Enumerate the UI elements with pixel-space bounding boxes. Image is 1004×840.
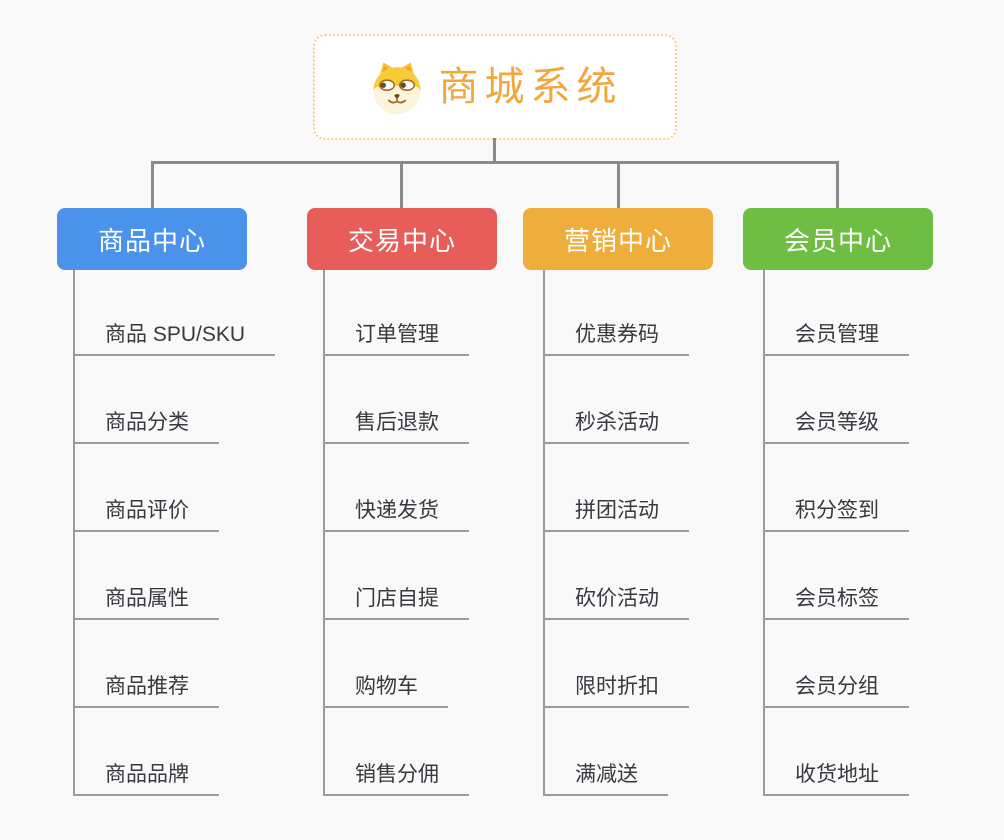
leaf-label: 会员标签 bbox=[795, 586, 879, 610]
leaf-node[interactable]: 会员分组 bbox=[765, 620, 909, 708]
leaf-node[interactable]: 商品分类 bbox=[75, 356, 219, 444]
leaf-label: 订单管理 bbox=[355, 322, 439, 346]
leaf-node[interactable]: 售后退款 bbox=[325, 356, 469, 444]
branch-label: 会员中心 bbox=[783, 225, 892, 256]
leaf-node[interactable]: 商品 SPU/SKU bbox=[75, 270, 276, 356]
leaf-label: 商品推荐 bbox=[105, 674, 189, 698]
leaf-node[interactable]: 会员标签 bbox=[765, 532, 909, 620]
leaf-node[interactable]: 限时折扣 bbox=[545, 620, 689, 708]
leaf-node[interactable]: 优惠券码 bbox=[545, 270, 689, 356]
leaf-label: 积分签到 bbox=[795, 498, 879, 522]
leaf-label: 满减送 bbox=[575, 762, 638, 786]
leaf-label: 门店自提 bbox=[355, 586, 439, 610]
leaf-node[interactable]: 商品属性 bbox=[75, 532, 219, 620]
leaf-label: 限时折扣 bbox=[575, 674, 659, 698]
leaf-node[interactable]: 满减送 bbox=[545, 708, 668, 796]
root-node[interactable]: 商城系统 bbox=[313, 34, 677, 140]
connector-drop-trade bbox=[400, 162, 403, 209]
connector-drop-marketing bbox=[617, 162, 620, 209]
leaf-node[interactable]: 快递发货 bbox=[325, 444, 469, 532]
leaf-label: 秒杀活动 bbox=[575, 410, 659, 434]
leaf-node[interactable]: 会员管理 bbox=[765, 270, 909, 356]
branch-label: 营销中心 bbox=[563, 225, 672, 256]
leaf-label: 商品 SPU/SKU bbox=[105, 322, 246, 346]
leaf-node[interactable]: 砍价活动 bbox=[545, 532, 689, 620]
leaf-node[interactable]: 订单管理 bbox=[325, 270, 469, 356]
connector-drop-members bbox=[836, 162, 839, 209]
connector-root-stub bbox=[493, 138, 496, 162]
branch-children-products: 商品 SPU/SKU 商品分类 商品评价 商品属性 商品推荐 商品品牌 bbox=[73, 270, 276, 796]
leaf-label: 快递发货 bbox=[355, 498, 439, 522]
leaf-node[interactable]: 会员等级 bbox=[765, 356, 909, 444]
leaf-label: 会员分组 bbox=[795, 674, 879, 698]
branch-node-members[interactable]: 会员中心 bbox=[743, 208, 933, 270]
branch-label: 商品中心 bbox=[97, 225, 206, 256]
leaf-label: 商品评价 bbox=[105, 498, 189, 522]
leaf-node[interactable]: 积分签到 bbox=[765, 444, 909, 532]
dog-face-icon bbox=[372, 62, 421, 115]
leaf-label: 商品分类 bbox=[105, 410, 189, 434]
leaf-label: 优惠券码 bbox=[575, 322, 659, 346]
leaf-node[interactable]: 拼团活动 bbox=[545, 444, 689, 532]
leaf-node[interactable]: 门店自提 bbox=[325, 532, 469, 620]
leaf-node[interactable]: 商品品牌 bbox=[75, 708, 219, 796]
leaf-label: 会员等级 bbox=[795, 410, 879, 434]
leaf-node[interactable]: 商品评价 bbox=[75, 444, 219, 532]
branch-node-trade[interactable]: 交易中心 bbox=[307, 208, 497, 270]
branch-node-products[interactable]: 商品中心 bbox=[57, 208, 247, 270]
branch-node-marketing[interactable]: 营销中心 bbox=[523, 208, 713, 270]
root-title: 商城系统 bbox=[438, 65, 623, 109]
branch-children-trade: 订单管理 售后退款 快递发货 门店自提 购物车 销售分佣 bbox=[323, 270, 469, 796]
connector-drop-products bbox=[151, 162, 154, 209]
leaf-node[interactable]: 秒杀活动 bbox=[545, 356, 689, 444]
leaf-label: 拼团活动 bbox=[575, 498, 659, 522]
branch-children-marketing: 优惠券码 秒杀活动 拼团活动 砍价活动 限时折扣 满减送 bbox=[543, 270, 689, 796]
leaf-label: 商品品牌 bbox=[105, 762, 189, 786]
leaf-label: 商品属性 bbox=[105, 586, 189, 610]
leaf-node[interactable]: 收货地址 bbox=[765, 708, 909, 796]
leaf-label: 购物车 bbox=[355, 674, 418, 698]
branch-label: 交易中心 bbox=[347, 225, 456, 256]
leaf-node[interactable]: 商品推荐 bbox=[75, 620, 219, 708]
connector-horizontal-rail bbox=[151, 161, 839, 164]
leaf-label: 收货地址 bbox=[795, 762, 879, 786]
leaf-label: 会员管理 bbox=[795, 322, 879, 346]
leaf-node[interactable]: 销售分佣 bbox=[325, 708, 469, 796]
leaf-label: 售后退款 bbox=[355, 410, 439, 434]
leaf-node[interactable]: 购物车 bbox=[325, 620, 448, 708]
leaf-label: 砍价活动 bbox=[575, 586, 659, 610]
leaf-label: 销售分佣 bbox=[355, 762, 439, 786]
branch-children-members: 会员管理 会员等级 积分签到 会员标签 会员分组 收货地址 bbox=[763, 270, 909, 796]
